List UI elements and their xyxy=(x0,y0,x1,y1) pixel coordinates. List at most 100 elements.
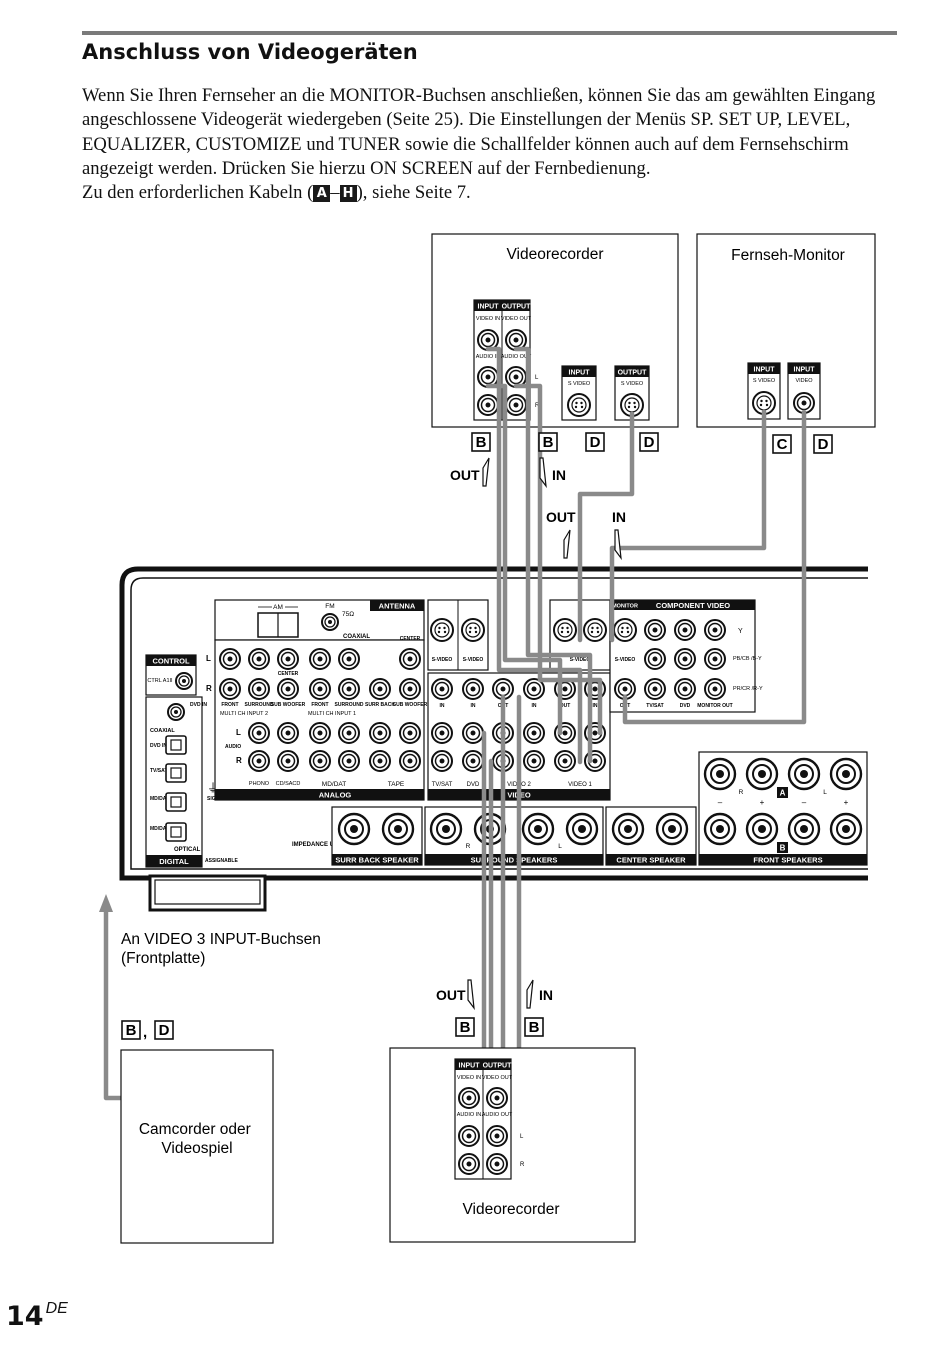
vcr-top-label: Videorecorder xyxy=(506,246,603,263)
front-a-plus-1: + xyxy=(760,798,765,807)
front-b-post-3 xyxy=(787,812,821,846)
vcr-top-output-head: OUTPUT xyxy=(502,304,532,311)
analog-r-label: R xyxy=(236,756,242,765)
front-a-plus-2: + xyxy=(844,798,849,807)
front-a-minus-1: – xyxy=(718,798,723,807)
component-monitor-out-label: MONITOR OUT xyxy=(697,703,732,709)
vcr-bottom-audio-in-label: AUDIO IN xyxy=(457,1112,481,1118)
video1-in-label: IN xyxy=(593,703,598,709)
analog-l-label: L xyxy=(236,728,241,737)
digital-label: DIGITAL xyxy=(159,857,189,866)
surround-l-post-1 xyxy=(521,812,555,846)
vcr-top-video-in-label: VIDEO IN xyxy=(476,316,500,322)
cables-dash: – xyxy=(330,182,340,204)
front-b-label: B xyxy=(780,844,786,853)
ctrl-a1-jack xyxy=(175,672,193,690)
video1-out-label: OUT xyxy=(560,703,571,709)
key-camcorder-2: D xyxy=(159,1022,170,1039)
vcr-bottom-l-label: L xyxy=(520,1134,524,1140)
key-vcr-bottom-1: B xyxy=(460,1019,471,1036)
cables-prefix: Zu den erforderlichen Kabeln ( xyxy=(82,182,314,204)
vcr-top-audio-out-label: AUDIO OUT xyxy=(501,354,532,360)
cd-sacd-label: CD/SACD xyxy=(276,781,301,787)
vcr-bottom-video-in-jack xyxy=(458,1087,480,1109)
monitor-svideo-out-jack xyxy=(613,618,637,642)
multi2-center-label: CENTER xyxy=(278,671,299,677)
vcr-top-svideo-in-label: S VIDEO xyxy=(568,381,591,387)
key-camcorder-1: B xyxy=(126,1022,137,1039)
vcr-top: Videorecorder INPUT OUTPUT VIDEO IN VIDE… xyxy=(431,233,679,428)
center-speaker-label: CENTER SPEAKER xyxy=(616,856,686,865)
vcr-bottom: INPUT OUTPUT VIDEO IN VIDEO OUT AUDIO IN… xyxy=(389,1047,636,1243)
multi-l-label: L xyxy=(206,654,211,663)
key-camcorder-sep: , xyxy=(143,1024,147,1041)
vcr-top-audio-in-r-jack xyxy=(477,394,499,416)
tv-sat-video-in-label: IN xyxy=(440,703,445,709)
cable-keys: B B D D C D B , D B B xyxy=(121,432,833,1041)
dvd-video-in-label: IN xyxy=(471,703,476,709)
cable-vcr-video-in xyxy=(485,346,583,765)
cable-vcr-audio-in xyxy=(485,383,563,736)
front-b-post-1 xyxy=(703,812,737,846)
front-panel-line-2: (Frontplatte) xyxy=(121,950,205,967)
antenna-label: ANTENNA xyxy=(379,602,416,611)
key-vcr-top-4: D xyxy=(644,434,655,451)
vcr-bottom-audio-out-l-jack xyxy=(486,1125,508,1147)
phono-label: PHONO xyxy=(249,781,270,787)
am-label: AM xyxy=(273,604,283,611)
video1-svideo-label: S-VIDEO xyxy=(570,657,591,663)
svideo-out-label: OUT xyxy=(546,509,576,525)
vcr-bottom-audio-in-l-jack xyxy=(458,1125,480,1147)
video1-svideo-in-jack xyxy=(583,618,607,642)
multi-r-label: R xyxy=(206,684,212,693)
surr-back-post-2 xyxy=(381,812,415,846)
bottom-out-label: OUT xyxy=(436,987,466,1003)
multi-center-label: CENTER xyxy=(400,636,421,642)
key-tv-1: C xyxy=(777,436,788,453)
page-title: Anschluss von Videogeräten xyxy=(82,40,418,64)
video2-in-label: IN xyxy=(532,703,537,709)
multi-ch-1-label: MULTI CH INPUT 1 xyxy=(308,711,356,717)
tv-video-label: VIDEO xyxy=(795,378,813,384)
front-panel-note: An VIDEO 3 INPUT-Buchsen (Frontplatte) xyxy=(121,931,325,967)
tv-svideo-input-head: INPUT xyxy=(754,367,776,374)
front-b-post-4 xyxy=(829,812,863,846)
bottom-in-arrow-icon xyxy=(526,979,534,1009)
audio-label: AUDIO xyxy=(225,744,241,750)
control-label: CONTROL xyxy=(152,657,189,666)
signal-arrows-top: OUT IN OUT IN xyxy=(450,457,626,561)
cable-vcr-audio-out xyxy=(513,383,603,736)
multi1-front-label: FRONT xyxy=(311,702,328,708)
surround-l-post-2 xyxy=(565,812,599,846)
bottom-in-label: IN xyxy=(539,987,553,1003)
cables-reference: Zu den erforderlichen Kabeln (A–H), sieh… xyxy=(82,181,902,205)
video1-label: VIDEO 1 xyxy=(568,782,592,788)
surround-r-label: R xyxy=(466,843,471,850)
svideo-in-label: IN xyxy=(612,509,626,525)
key-vcr-top-2: B xyxy=(543,434,554,451)
top-in-label: IN xyxy=(552,467,566,483)
surr-back-speaker-label: SURR BACK SPEAKER xyxy=(335,856,419,865)
cable-tv-svideo xyxy=(609,409,767,643)
video1-svideo-out-jack xyxy=(553,618,577,642)
impedance-label: IMPEDANCE USE 4 - 16 Ω xyxy=(292,842,366,848)
tv-sat-svideo-jack xyxy=(430,618,454,642)
svideo-in-arrow-icon xyxy=(614,529,622,561)
cable-vcr-svideo-out xyxy=(577,411,635,643)
component-pb-label: PB/CB /B-Y xyxy=(733,656,762,662)
surround-r-post-1 xyxy=(429,812,463,846)
component-tv-sat-label: TV/SAT xyxy=(646,703,663,709)
tv-monitor-label: Fernseh-Monitor xyxy=(731,247,845,264)
camcorder: Camcorder oder Videospiel xyxy=(120,1049,274,1244)
optical-tv-sat-label: TV/SAT IN xyxy=(150,768,174,774)
md-dat-label: MD/DAT xyxy=(322,781,346,788)
vcr-bottom-label: Videorecorder xyxy=(462,1201,559,1218)
vcr-top-video-out-label: VIDEO OUT xyxy=(501,316,532,322)
front-a-post-1 xyxy=(703,757,737,791)
key-vcr-top-3: D xyxy=(590,434,601,451)
optical-md-dat-out-jack xyxy=(165,822,187,842)
vcr-top-svideo-output-head: OUTPUT xyxy=(618,370,648,377)
multi2-front-label: FRONT xyxy=(221,702,238,708)
